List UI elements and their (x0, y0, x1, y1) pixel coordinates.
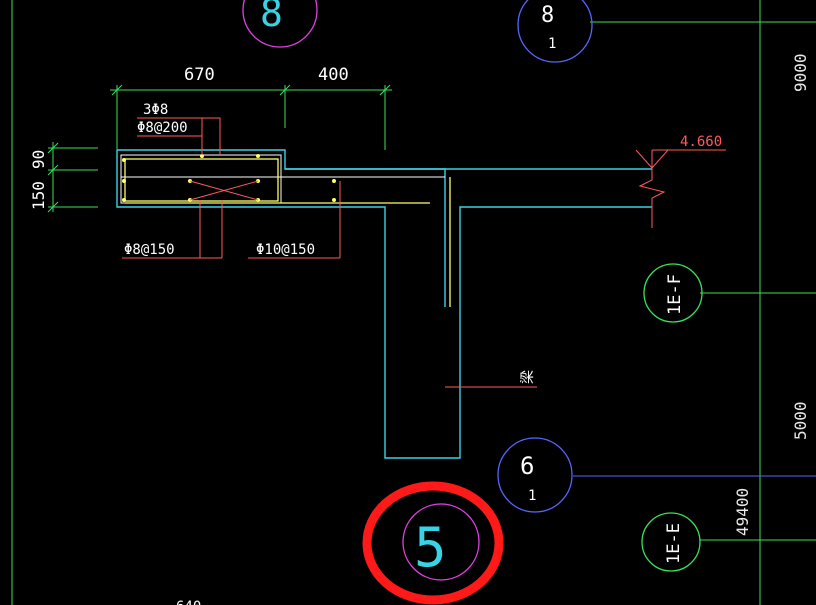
dim-top-left: 670 (184, 65, 215, 85)
rebar-yellow (124, 158, 451, 307)
bubble-6-label: 6 (520, 452, 534, 480)
bubble-1e-e-label: 1E-E (664, 523, 684, 564)
label-stirrup-top: Φ8@200 (137, 120, 188, 136)
grid-bubble-top-center: 8 (242, 0, 318, 48)
grid-bubble-5: 5 (362, 481, 504, 605)
dim-left-lower: 150 (29, 181, 48, 210)
elevation-label: 4.660 (680, 134, 722, 150)
cross-tie (189, 180, 259, 201)
label-bottom-right: Φ10@150 (256, 242, 315, 258)
bubble-top-center-label: 8 (260, 0, 283, 35)
dim-right-middle: 5000 (791, 401, 810, 440)
rebar-cage (120, 154, 445, 204)
bubble-6-sub: 1 (528, 488, 536, 504)
rebar-dots (122, 154, 336, 202)
dim-right-lower: 49400 (733, 488, 752, 536)
dim-right-upper: 9000 (791, 53, 810, 92)
dimension-lines (47, 84, 392, 213)
label-bottom-left: Φ8@150 (124, 242, 175, 258)
dim-top-right: 400 (318, 65, 349, 85)
label-top-bars: 3Φ8 (143, 102, 168, 118)
bubble-top-right-sub: 1 (548, 36, 556, 52)
leader-lines (122, 117, 726, 388)
beam-section-outline (116, 149, 652, 459)
bubble-top-right-label: 8 (541, 3, 554, 28)
grid-bubble-top-right: 8 1 (517, 0, 593, 63)
bubble-5-label: 5 (414, 516, 447, 579)
dim-left-upper: 90 (29, 150, 48, 169)
frame-lines (11, 0, 816, 605)
grid-bubble-1e-e: 1E-E (641, 512, 701, 572)
beam-label: 梁 (520, 370, 536, 384)
grid-bubble-6: 6 1 (497, 437, 573, 513)
bubble-1e-f-label: 1E-F (665, 274, 685, 315)
bottom-partial-text: 640 (176, 599, 201, 605)
grid-bubble-1e-f: 1E-F (643, 263, 703, 323)
